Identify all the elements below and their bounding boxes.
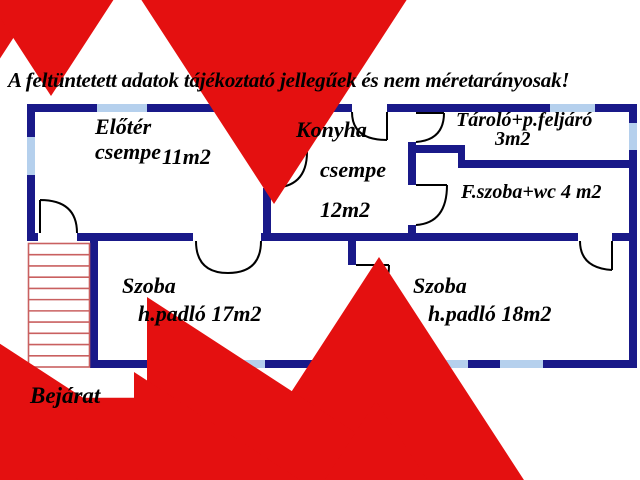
window-bottom-room18-b (500, 360, 543, 368)
door-hall-room17 (195, 240, 262, 274)
room-floor-entry: csempe (95, 139, 161, 164)
room-area-storage: 3m2 (495, 128, 531, 150)
room-area-kitchen: 12m2 (320, 197, 371, 222)
room-floor-area-room18: h.padló 18m2 (428, 301, 552, 326)
room-label-entry: Előtér (95, 114, 152, 139)
room-area-entry: 11m2 (162, 144, 211, 169)
stairs (27, 242, 91, 368)
window-top-storage (550, 104, 595, 112)
door-entrance (39, 199, 78, 234)
room-floor-area-room17: h.padló 17m2 (138, 301, 262, 326)
room-label-bathroom: F.szoba+wc 4 m2 (461, 181, 602, 203)
door-bathroom-room18 (579, 240, 613, 271)
window-right-storage (629, 123, 637, 150)
room-label-kitchen: Konyha (296, 117, 367, 142)
room-floor-kitchen: csempe (320, 157, 386, 182)
disclaimer-text: A feltüntetett adatok tájékoztató jelleg… (8, 68, 570, 92)
window-left-entry (27, 137, 35, 175)
room-label-room17: Szoba (122, 273, 176, 298)
window-top-entry (97, 104, 147, 112)
door-kitchen-bathroom (415, 184, 448, 226)
room-label-room18: Szoba (413, 273, 467, 298)
entrance-label: Bejárat (30, 383, 101, 408)
door-kitchen-storage (415, 112, 445, 143)
door-exterior-kitchen (351, 111, 388, 141)
doors (39, 111, 613, 334)
room-label-storage: Tároló+p.feljáró (456, 109, 593, 131)
